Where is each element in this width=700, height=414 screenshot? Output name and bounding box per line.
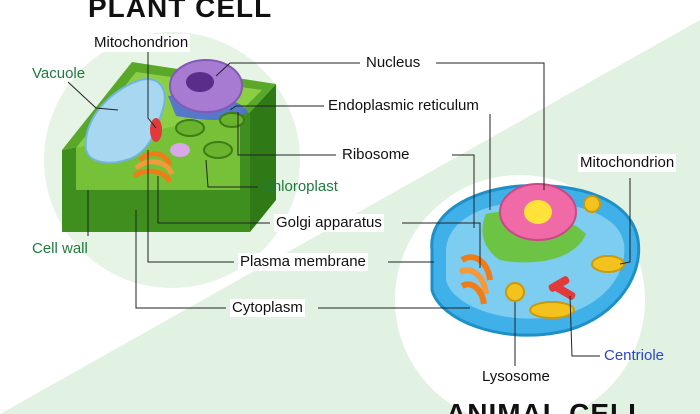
label-golgi-apparatus: Golgi apparatus (274, 214, 384, 232)
label-cell-wall: Cell wall (32, 240, 88, 257)
plant-golgi (132, 151, 175, 184)
leader-lines (67, 52, 631, 366)
animal-cell-title: ANIMAL CELL (446, 398, 647, 414)
label-vacuole: Vacuole (32, 65, 86, 82)
label-mitochondrion-animal: Mitochondrion (578, 154, 677, 172)
plant-nucleolus (186, 72, 214, 92)
label-centriole: Centriole (604, 347, 665, 364)
label-chloroplast: Chloroplast (262, 178, 338, 195)
plant-vacuole (84, 78, 166, 164)
label-mitochondrion-plant: Mitochondrion (92, 34, 191, 52)
plant-chloroplast-3 (219, 112, 245, 128)
label-lysosome: Lysosome (480, 368, 552, 386)
animal-cell (430, 183, 641, 337)
label-plasma-membrane: Plasma membrane (238, 253, 368, 271)
plant-chloroplast-1 (175, 119, 205, 137)
plant-chloroplast-2 (203, 141, 233, 159)
animal-centriole (548, 276, 576, 300)
animal-nucleolus (524, 200, 552, 224)
animal-lysosome-2 (583, 195, 601, 213)
plant-vesicle (170, 143, 190, 157)
plant-cell-title: PLANT CELL (88, 0, 273, 23)
label-cytoplasm: Cytoplasm (230, 299, 305, 317)
plant-cell-wall-side (250, 84, 276, 232)
plant-cell (62, 59, 276, 232)
animal-mitochondrion (591, 255, 625, 273)
animal-lysosome (505, 282, 525, 302)
plant-mitochondrion (150, 118, 162, 142)
label-endoplasmic-reticulum: Endoplasmic reticulum (326, 97, 481, 115)
label-ribosome: Ribosome (340, 146, 412, 164)
animal-mitochondrion-2 (529, 301, 575, 319)
label-nucleus: Nucleus (364, 54, 423, 72)
